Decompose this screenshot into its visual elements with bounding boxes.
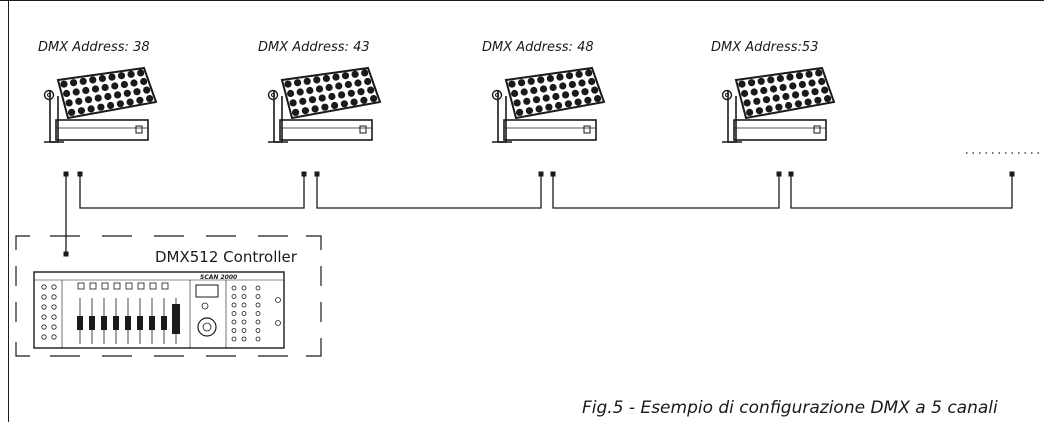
dmx-cable-chain [63,171,1015,257]
fixture-tilt-knob-center [495,93,499,97]
fixture-led-array [284,69,378,116]
controller-dashed-frame [15,235,322,357]
controller-brand-label: SCAN 2000 [200,274,238,281]
dmx-connector [63,251,69,257]
fixture-2-address-label: DMX Address: 43 [258,40,370,55]
fixture-3-address-label: DMX Address: 48 [482,40,594,55]
dmx-cable-segment [79,174,305,209]
fixture-tilt-knob [491,89,503,101]
controller-screw-top [275,297,281,303]
fixture-tilt-knob [43,89,55,101]
dmx-connector [538,171,544,177]
fixture-connector [135,125,143,134]
led-fixture-4 [721,66,836,143]
fixture-led-array [60,69,154,116]
controller-screw-bottom [275,320,281,326]
controller-jog-wheel [197,317,217,337]
controller-display [195,284,219,298]
dmx-connector [776,171,782,177]
figure-caption: Fig.5 - Esempio di configurazione DMX a … [582,398,998,418]
dmx-cable-segment [316,174,542,209]
controller-faders [77,298,180,344]
led-fixture-2 [267,66,382,143]
fixture-base [733,119,827,141]
fixtures-layer [43,66,836,143]
fixture-connector [583,125,591,134]
fixture-led-array [738,69,832,116]
fixture-1-address-label: DMX Address: 38 [38,40,150,55]
fixture-led-array [508,69,602,116]
fixture-tilt-knob [267,89,279,101]
dmx-cable-segment [552,174,780,209]
dmx-connector [301,171,307,177]
fixture-tilt-knob-center [47,93,51,97]
dmx-controller-device [33,271,285,349]
fixture-base [503,119,597,141]
fixture-connector [813,125,821,134]
controller-buttons [41,282,261,342]
fixture-tilt-knob-center [725,93,729,97]
fixture-connector [359,125,367,134]
controller-jog-center [202,322,212,332]
controller-title: DMX512 Controller [155,248,297,266]
fixture-tilt-knob-center [271,93,275,97]
fixture-base [55,119,149,141]
dmx-connector [1009,171,1015,177]
fixture-base [279,119,373,141]
fixture-tilt-knob [721,89,733,101]
dmx-cable-segment [790,174,1013,209]
led-fixture-3 [491,66,606,143]
fixture-4-address-label: DMX Address:53 [711,40,819,55]
controller-body [33,271,285,349]
led-fixture-1 [43,66,158,143]
controller-joystick-knob [201,302,209,310]
